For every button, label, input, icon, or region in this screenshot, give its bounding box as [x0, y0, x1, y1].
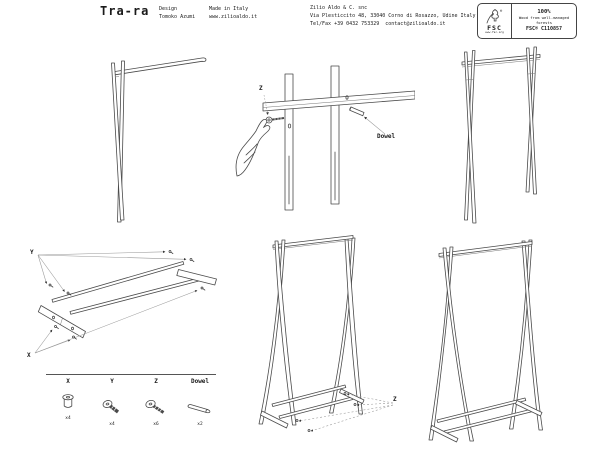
- step5-drawing: [258, 235, 394, 432]
- leg: [274, 240, 297, 426]
- dowel-label: Dowel: [377, 133, 396, 140]
- insert-x-label: X: [27, 352, 31, 359]
- cross-foot: [430, 425, 459, 443]
- shelf-rail: [443, 408, 534, 434]
- step3-drawing: [461, 46, 541, 224]
- fsc-acronym: FSC: [487, 23, 502, 32]
- screw-z-label: Z: [393, 396, 397, 403]
- screw-y-label: Y: [30, 249, 34, 256]
- part-label: X: [66, 378, 70, 385]
- registered-mark: ®: [500, 9, 503, 13]
- part-label: Z: [154, 378, 158, 385]
- leg: [111, 62, 125, 221]
- shelf-rail: [51, 261, 185, 303]
- tiny-screw-icons: [295, 392, 357, 432]
- leg: [258, 239, 286, 425]
- parts-legend: X x4 Y x4: [46, 379, 222, 427]
- leg: [526, 47, 537, 195]
- step4-drawing: [34, 250, 217, 354]
- cross-foot: [515, 400, 543, 417]
- part-quantity: x6: [153, 422, 159, 427]
- shelf-rail: [436, 397, 527, 423]
- company-name: Zilio Aldo & C. snc: [310, 5, 368, 11]
- part-quantity: x2: [197, 422, 203, 427]
- fsc-badge: ® FSC www.fsc.org 100% Wood from well-ma…: [477, 3, 577, 39]
- designer-name: Tomoko Azumi: [159, 13, 196, 20]
- fsc-claim: Wood from well-managed forests: [518, 15, 570, 26]
- leg: [464, 51, 477, 224]
- part-quantity: x4: [109, 422, 115, 427]
- step6-drawing: [428, 239, 543, 443]
- leg: [344, 238, 363, 415]
- fsc-claim-block: 100% Wood from well-managed forests FSC®…: [512, 4, 576, 38]
- website-text: www.zilioaldo.it: [209, 13, 258, 20]
- shelf-rail: [271, 384, 347, 407]
- dowel-hole: [345, 95, 349, 100]
- dowel: [349, 106, 365, 117]
- cross-foot: [37, 305, 86, 339]
- short-screw-icon: [102, 400, 120, 414]
- legend-divider: [46, 374, 216, 375]
- screw-z-label: Z: [259, 85, 263, 92]
- fsc-tree-icon: ®: [486, 9, 503, 23]
- part-column-z: Z x6: [134, 379, 178, 427]
- part-column-dowel: Dowel x2: [178, 379, 222, 427]
- hanger-bar: [114, 57, 207, 76]
- dowel-icon: [187, 404, 211, 414]
- part-quantity: x4: [65, 416, 71, 421]
- step1-drawing: [111, 57, 207, 223]
- fsc-logo-block: ® FSC www.fsc.org: [478, 4, 512, 38]
- cross-foot: [260, 410, 289, 429]
- leg: [521, 240, 543, 431]
- barrel-nut-icon: [62, 394, 74, 408]
- shelf-rail: [278, 396, 354, 419]
- part-label: Dowel: [190, 378, 210, 385]
- fsc-percent: 100%: [537, 9, 551, 16]
- step2-drawing: [235, 65, 415, 211]
- design-label: Design: [159, 6, 178, 12]
- hanger-bar: [438, 241, 533, 257]
- flat-screw-icon: [145, 399, 165, 414]
- hanger-bar: [461, 54, 541, 66]
- leg: [442, 247, 474, 442]
- part-column-y: Y x4: [90, 379, 134, 427]
- hanger-bar: [262, 90, 415, 112]
- shelf-rail: [69, 277, 203, 315]
- made-in-label: Made in Italy: [209, 6, 249, 12]
- hand-icon: [235, 119, 271, 177]
- company-contact: Tel/Fax +39 0432 753329 contact@zilioald…: [310, 20, 446, 27]
- leg: [428, 246, 454, 441]
- part-column-x: X x4: [46, 379, 90, 427]
- company-address: Via Plesticcito 48, 33040 Corno di Rosaz…: [310, 12, 476, 19]
- tiny-screw-icons: [48, 250, 206, 340]
- fsc-url: www.fsc.org: [485, 30, 504, 35]
- fsc-license-code: FSC® C110857: [525, 25, 563, 32]
- product-title: Tra-ra: [100, 4, 150, 18]
- hanger-bar: [272, 235, 354, 249]
- part-label: Y: [110, 378, 114, 385]
- screw-icon: [265, 116, 285, 124]
- cross-foot: [176, 269, 217, 286]
